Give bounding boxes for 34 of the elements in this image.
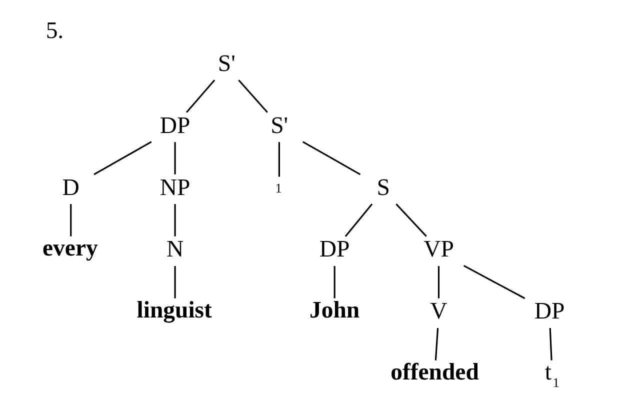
connector [70,204,72,236]
connector [344,204,372,237]
connector [463,265,525,300]
connector [174,266,176,298]
node-text: DP [159,112,190,139]
node-text: D [62,174,79,201]
connector [434,328,438,360]
node-text: John [309,297,360,324]
node-text: NP [159,174,190,201]
connector [437,266,440,298]
node-text: t$_{1}$ [544,359,559,390]
connector [278,142,280,177]
node-text: S' [270,112,288,139]
diagram-title: 5. [45,18,64,44]
node-text: linguist [136,297,212,324]
node-text: offended [390,359,478,386]
node-text: N [166,236,184,263]
node-text: S' [217,50,235,77]
connector [185,80,215,113]
connector [302,141,360,176]
connector [548,328,552,360]
connector [174,142,176,174]
node-text: DP [318,236,350,263]
connector [395,204,426,237]
connector [238,80,268,113]
node-text: DP [534,298,564,325]
node-text: VP [423,236,454,263]
node-text: every [42,235,98,262]
connector [333,266,335,298]
connector [93,141,152,176]
node-text: S [376,174,390,201]
node-text: 1 [274,180,282,196]
node-text: V [430,298,447,325]
connector [174,204,176,236]
